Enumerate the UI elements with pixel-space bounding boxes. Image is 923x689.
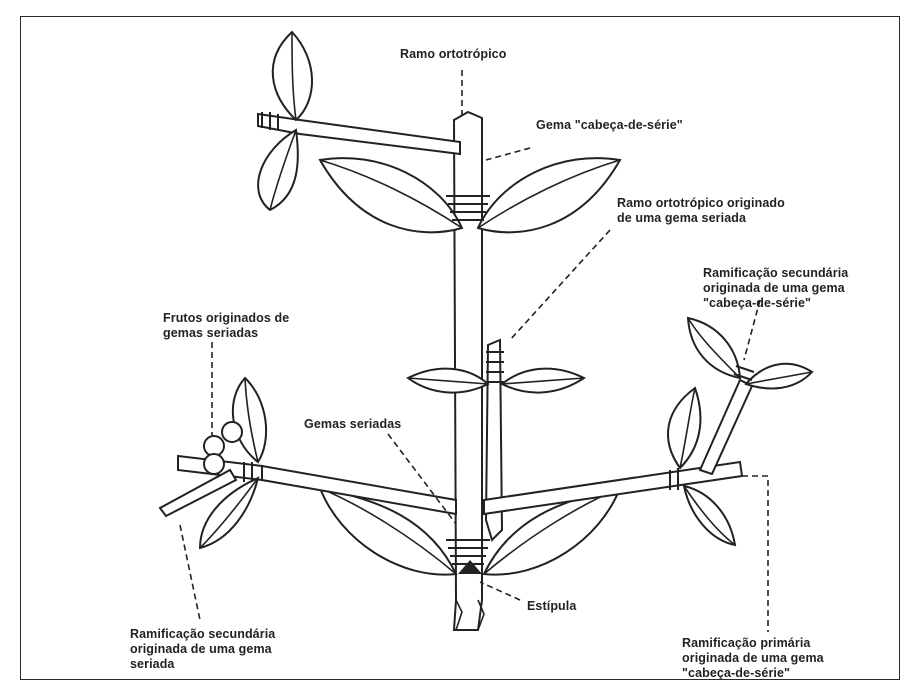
right-primary-branch [484, 318, 812, 545]
label-ramificacao-secundaria-seriada: Ramificação secundária originada de uma … [130, 627, 275, 672]
fruit [204, 454, 224, 474]
label-gema-cabeca-de-serie: Gema "cabeça-de-série" [536, 118, 683, 133]
label-ramificacao-primaria: Ramificação primária originada de uma ge… [682, 636, 824, 681]
fruit [222, 422, 242, 442]
label-frutos-originados: Frutos originados de gemas seriadas [163, 311, 289, 341]
label-gemas-seriadas: Gemas seriadas [304, 417, 401, 432]
label-ramificacao-secundaria-cabeca: Ramificação secundária originada de uma … [703, 266, 848, 311]
label-estipula: Estípula [527, 599, 576, 614]
label-ramo-ortotropico: Ramo ortotrópico [400, 47, 506, 62]
label-ramo-ortotropico-originado: Ramo ortotrópico originado de uma gema s… [617, 196, 785, 226]
